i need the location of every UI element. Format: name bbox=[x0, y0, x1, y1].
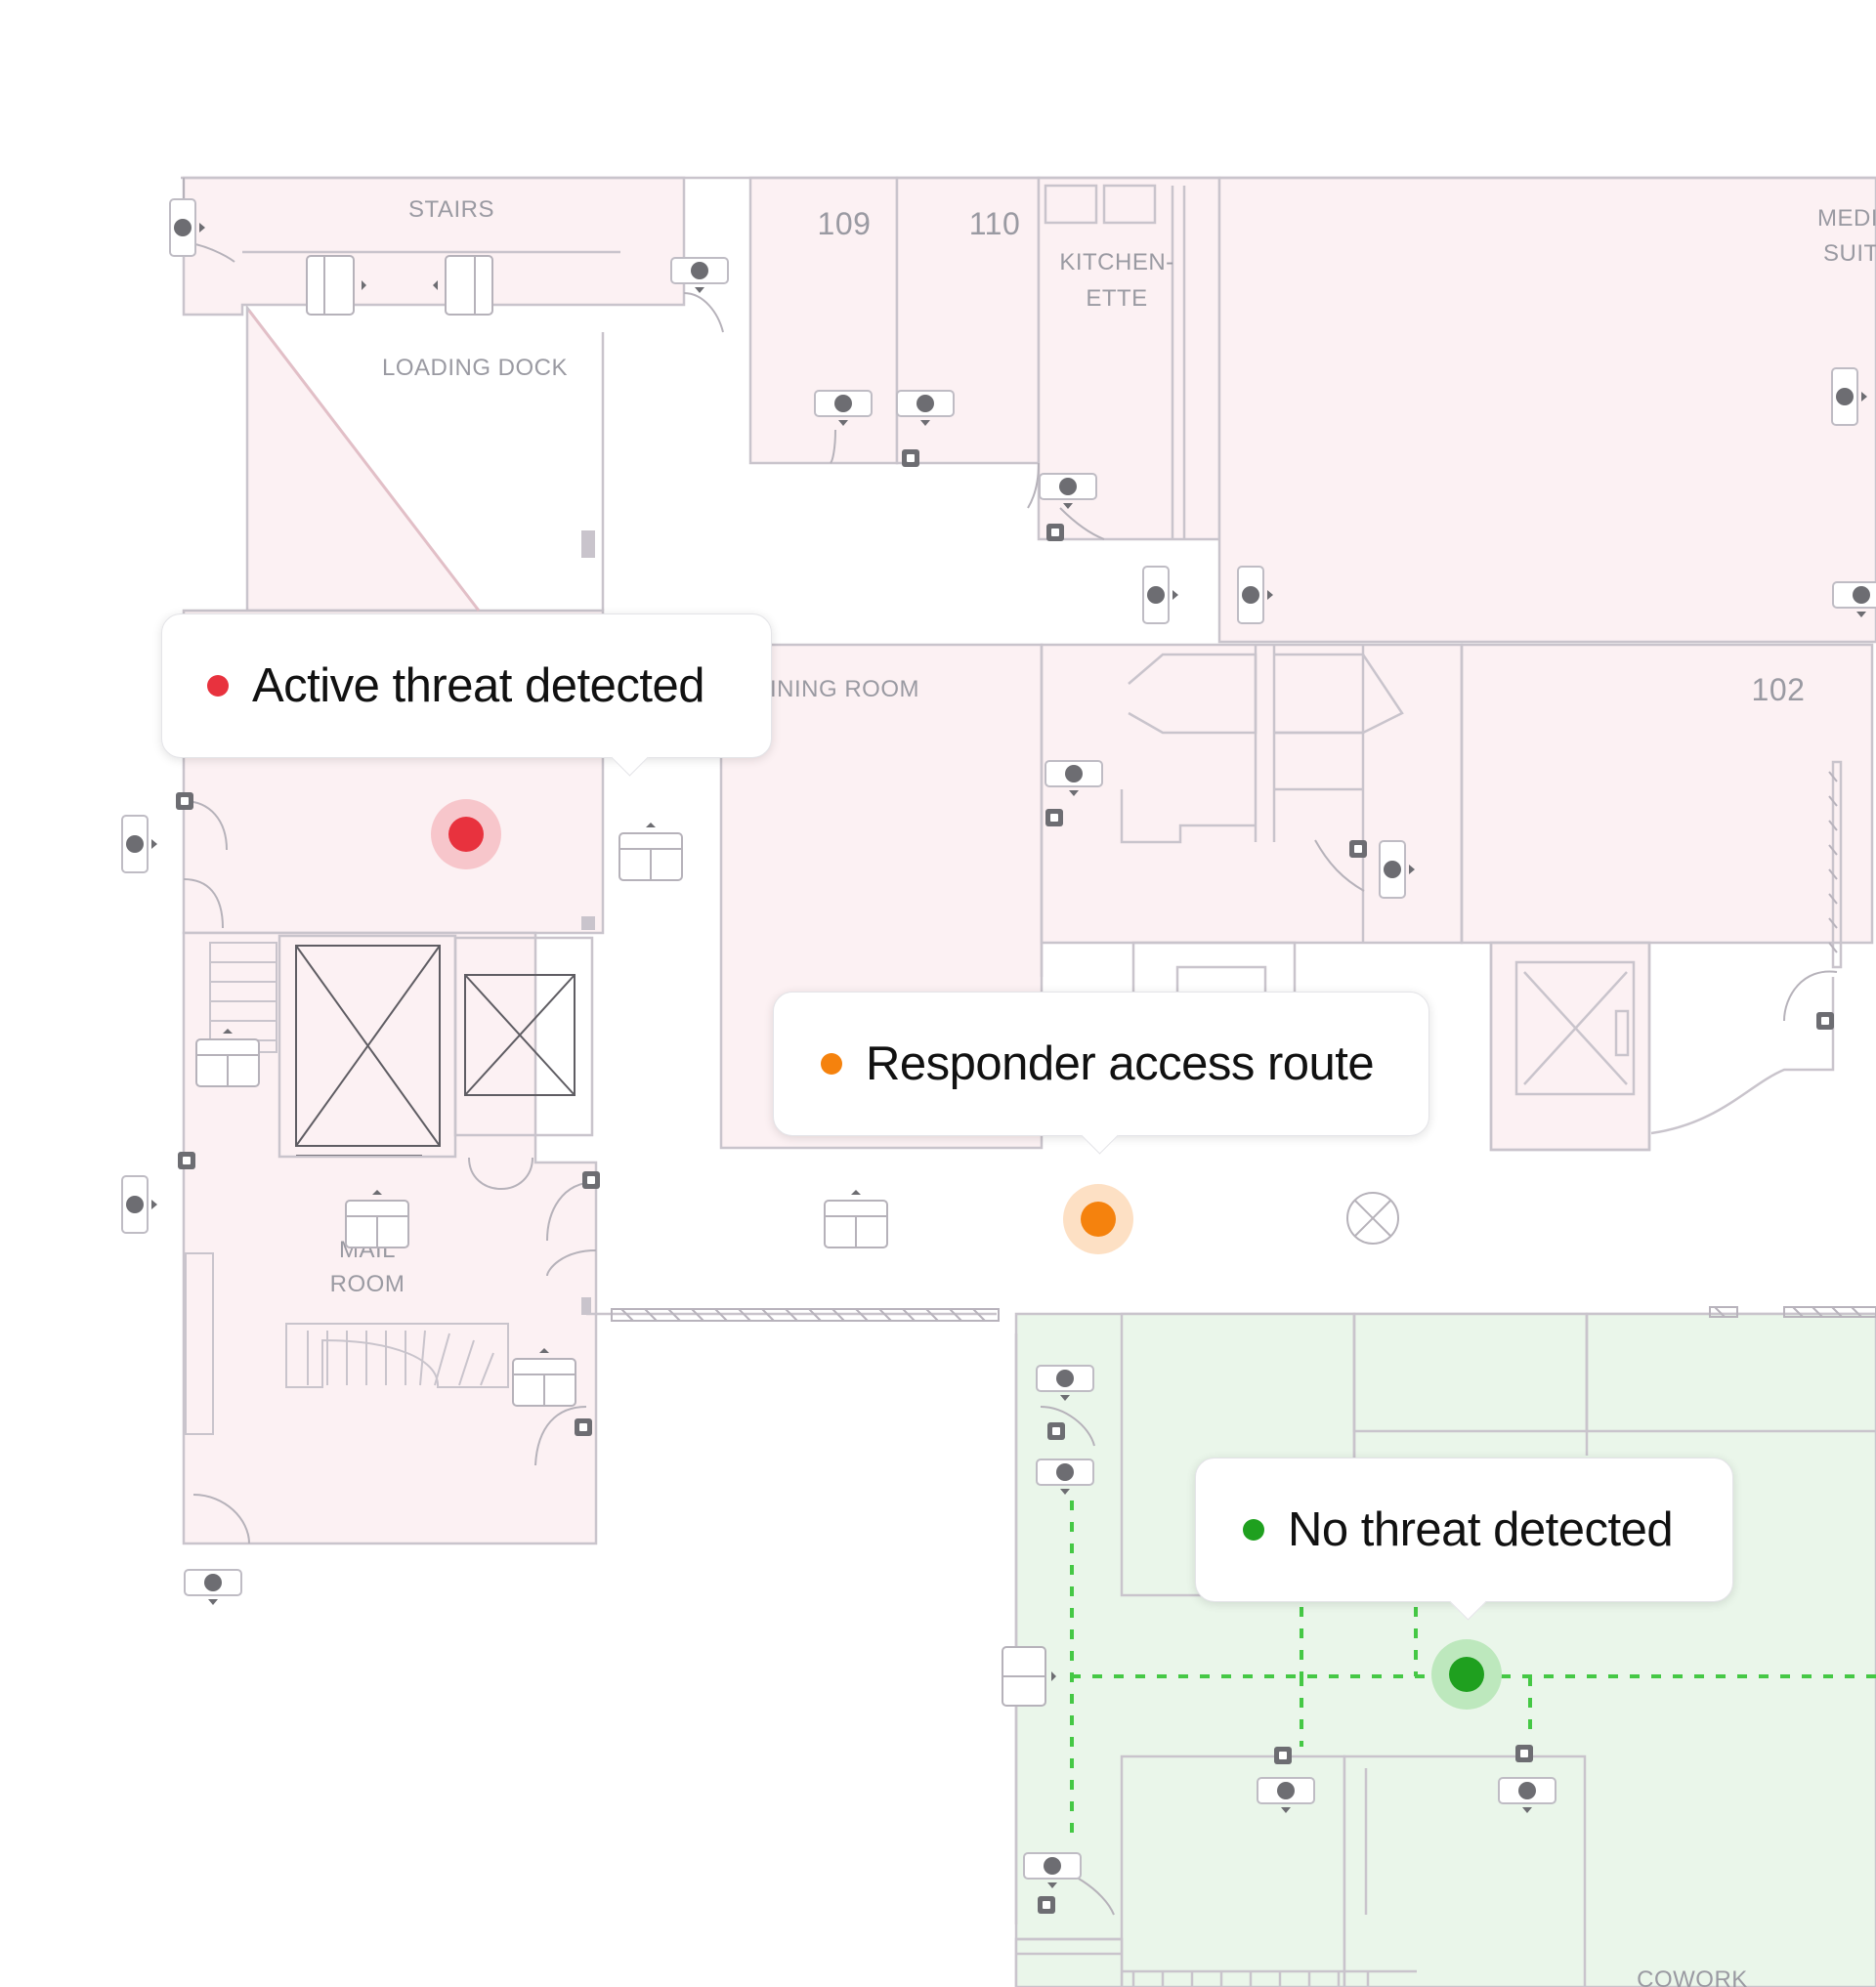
room-label-cowork: COWORK bbox=[1637, 1966, 1748, 1987]
safe-status-dot bbox=[1243, 1519, 1264, 1541]
no-threat-callout[interactable]: No threat detected bbox=[1195, 1458, 1733, 1621]
threat-status-dot bbox=[207, 675, 229, 697]
room-labels: STAIRS LOADING DOCK 109 110 KITCHEN- ETT… bbox=[330, 196, 1876, 1987]
room-label-102: 102 bbox=[1752, 672, 1806, 707]
wall-marker bbox=[581, 530, 595, 558]
room-label-stairs: STAIRS bbox=[408, 196, 494, 223]
room-label-medical-1: MEDI bbox=[1817, 205, 1876, 232]
wall-marker bbox=[581, 916, 595, 930]
room-label-medical-2: SUIT bbox=[1823, 240, 1876, 267]
room-label-109: 109 bbox=[818, 206, 872, 241]
wall-marker bbox=[581, 1297, 591, 1315]
wall-details bbox=[181, 176, 1876, 1987]
loading-dock-ramp bbox=[247, 310, 481, 612]
room-label-mail-2: ROOM bbox=[330, 1271, 405, 1297]
safe-marker[interactable] bbox=[1431, 1639, 1502, 1710]
responder-route-label: Responder access route bbox=[866, 1037, 1375, 1090]
responder-status-dot bbox=[821, 1053, 842, 1075]
hatched-wall bbox=[611, 771, 1876, 1322]
no-threat-label: No threat detected bbox=[1288, 1503, 1674, 1556]
elevator-frame bbox=[277, 934, 457, 1159]
threat-marker[interactable] bbox=[431, 799, 501, 869]
responder-route-callout[interactable]: Responder access route bbox=[773, 992, 1429, 1155]
safe-route bbox=[1070, 1501, 1876, 1837]
room-label-loading-dock: LOADING DOCK bbox=[382, 355, 568, 381]
active-threat-label: Active threat detected bbox=[252, 659, 704, 712]
room-label-kitchenette-1: KITCHEN- bbox=[1059, 249, 1173, 275]
exit-signs bbox=[195, 255, 1399, 1707]
responder-marker[interactable] bbox=[1063, 1184, 1133, 1254]
room-label-110: 110 bbox=[969, 206, 1021, 241]
room-label-dining: INING ROOM bbox=[770, 676, 919, 702]
room-label-kitchenette-2: ETTE bbox=[1086, 285, 1147, 312]
active-threat-callout[interactable]: Active threat detected bbox=[161, 613, 772, 777]
